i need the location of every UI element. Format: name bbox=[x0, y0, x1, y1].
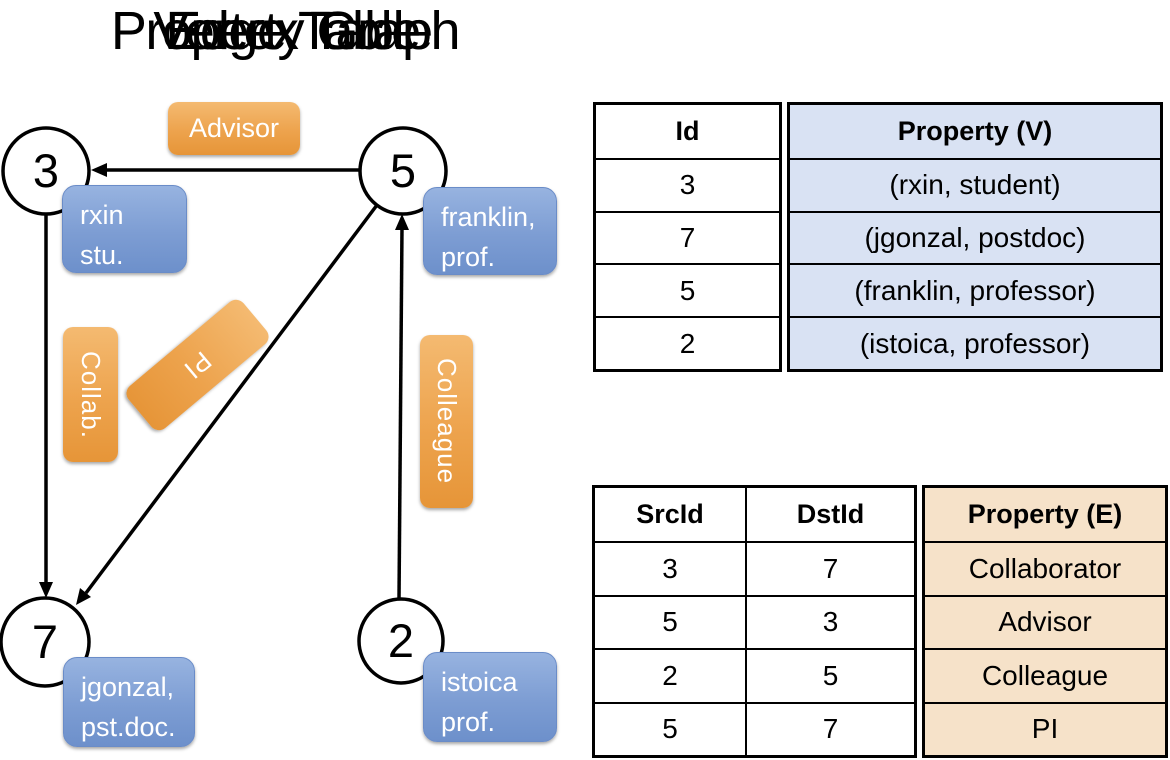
vertex-label-jgonzal: jgonzal, pst.doc. bbox=[63, 657, 195, 747]
edge-table-property-header: Property (E) bbox=[925, 488, 1165, 542]
vertex-label-istoica: istoica prof. bbox=[423, 652, 557, 742]
table-cell: 5 bbox=[595, 594, 745, 648]
table-cell: (rxin, student) bbox=[790, 157, 1160, 211]
arrowhead-to-3 bbox=[91, 163, 107, 177]
table-cell: 3 bbox=[595, 541, 745, 594]
vertex-id-3: 3 bbox=[32, 144, 60, 197]
table-cell: 2 bbox=[595, 648, 745, 701]
edge-5-to-7 bbox=[84, 203, 379, 595]
edge-2-to-5 bbox=[397, 226, 404, 600]
edge-table-title: Edge Table bbox=[165, 1, 421, 61]
table-cell: Colleague bbox=[925, 648, 1165, 702]
vertex-id-7: 7 bbox=[31, 615, 59, 668]
vertex-table-property-header: Property (V) bbox=[790, 105, 1160, 158]
vertex-id-2: 2 bbox=[387, 614, 415, 667]
edge-table-srcid-header: SrcId bbox=[636, 499, 704, 530]
vertex-table-id-header: Id bbox=[675, 115, 700, 146]
table-cell: 5 bbox=[745, 648, 914, 702]
vertex-id-5: 5 bbox=[389, 144, 417, 197]
edge-label-colleague: Colleague bbox=[420, 335, 473, 508]
arrowhead-to-5 bbox=[395, 214, 409, 230]
vertex-label-line: jgonzal, bbox=[81, 672, 175, 702]
edge-label-pi-text: PI bbox=[178, 345, 218, 386]
vertex-label-line: franklin, bbox=[441, 202, 536, 232]
table-cell: 3 bbox=[596, 157, 779, 211]
table-cell: (jgonzal, postdoc) bbox=[790, 210, 1160, 264]
vertex-label-line: rxin bbox=[80, 200, 124, 230]
table-cell: 7 bbox=[596, 210, 779, 264]
vertex-label-line: prof. bbox=[441, 707, 496, 737]
property-graph-title: Property Graph bbox=[110, 1, 461, 61]
arrowhead-to-7-diagonal bbox=[76, 588, 91, 605]
edge-label-advisor-text: Advisor bbox=[188, 113, 280, 143]
table-cell: (istoica, professor) bbox=[790, 316, 1160, 369]
vertex-label-rxin: rxin stu. bbox=[62, 185, 187, 273]
vertex-circle-2 bbox=[357, 597, 445, 685]
edge-table-dstid-header: DstId bbox=[745, 488, 914, 542]
vertex-table-property-column: Property (V) (rxin, student) (jgonzal, p… bbox=[787, 102, 1163, 372]
edge-table-property-column: Property (E) Collaborator Advisor Collea… bbox=[922, 485, 1168, 758]
table-cell: Advisor bbox=[925, 594, 1165, 649]
table-cell: 5 bbox=[596, 263, 779, 316]
vertex-label-line: pst.doc. bbox=[81, 712, 176, 742]
table-cell: PI bbox=[925, 701, 1165, 755]
edge-label-colleague-text: Colleague bbox=[432, 358, 462, 485]
vertex-label-line: istoica bbox=[441, 667, 518, 697]
vertex-label-franklin: franklin, prof. bbox=[423, 187, 557, 275]
vertex-label-line: stu. bbox=[80, 240, 124, 270]
vertex-table-title: Vertex Table bbox=[153, 1, 433, 61]
edge-table-id-columns: SrcId DstId 3 7 5 3 2 5 5 7 bbox=[592, 485, 917, 758]
table-cell: 3 bbox=[745, 594, 914, 649]
arrowhead-to-7-vertical bbox=[39, 582, 53, 598]
table-cell: 2 bbox=[596, 316, 779, 369]
table-cell: Collaborator bbox=[925, 541, 1165, 595]
table-cell: 7 bbox=[745, 701, 914, 755]
table-cell: 5 bbox=[595, 701, 745, 755]
vertex-label-line: prof. bbox=[441, 242, 496, 272]
table-cell: 7 bbox=[745, 541, 914, 595]
edge-label-collaborator: Collab. bbox=[63, 327, 118, 462]
edge-label-collaborator-text: Collab. bbox=[76, 350, 106, 439]
edge-label-advisor: Advisor bbox=[168, 102, 300, 155]
vertex-table-id-column: Id 3 7 5 2 bbox=[593, 102, 782, 372]
table-cell: (franklin, professor) bbox=[790, 263, 1160, 317]
